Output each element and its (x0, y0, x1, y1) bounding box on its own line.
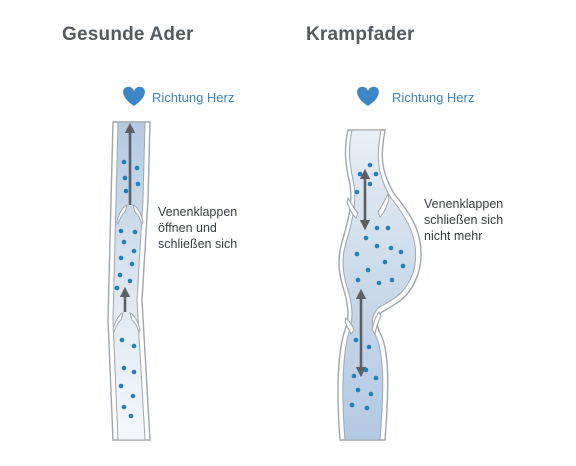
healthy-direction-label: Richtung Herz (152, 90, 235, 105)
varicose-note-line-1: Venenklappen (424, 197, 504, 211)
varicose-valve-lower (371, 311, 382, 336)
heart-icon (123, 86, 145, 106)
healthy-blood-dots (114, 159, 141, 419)
healthy-vein-title: Gesunde Ader (62, 24, 194, 45)
varicose-valve-note: Venenklappen schließen sich nicht mehr (424, 196, 503, 244)
healthy-valve-lower (112, 312, 124, 334)
varicose-valve-lower (344, 317, 355, 335)
varicose-vein-title: Krampfader (306, 24, 415, 45)
varicose-direction-label: Richtung Herz (392, 90, 475, 105)
varicose-valve-upper (346, 196, 359, 219)
varicose-note-line-3: nicht mehr (424, 229, 483, 243)
healthy-valve-lower (129, 312, 141, 334)
healthy-note-line-3: schließen sich (158, 237, 238, 251)
varicose-blood-dots (349, 162, 406, 411)
varicose-note-line-2: schließen sich (424, 213, 504, 227)
healthy-note-line-2: öffnen und (158, 221, 217, 235)
healthy-valve-note: Venenklappen öffnen und schließen sich (158, 204, 237, 252)
healthy-valve-upper (132, 204, 144, 226)
varicose-valve-upper (377, 192, 390, 218)
healthy-note-line-1: Venenklappen (158, 205, 238, 219)
heart-icon (357, 86, 379, 106)
healthy-valve-upper (116, 204, 128, 226)
